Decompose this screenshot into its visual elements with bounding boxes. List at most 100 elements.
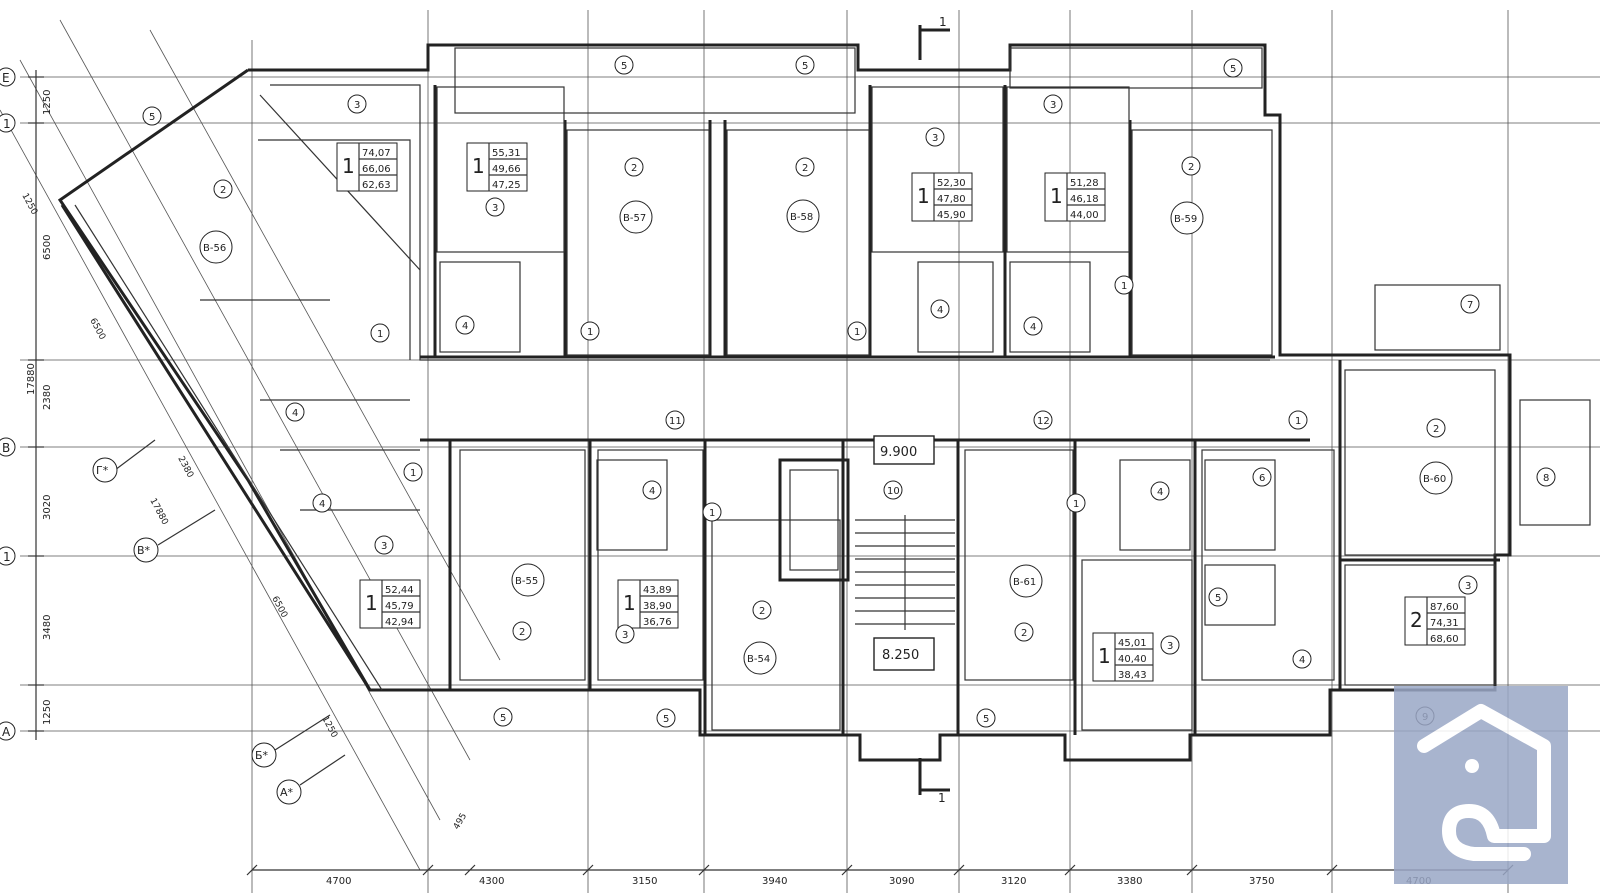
grid-axis-label: B — [2, 441, 10, 455]
room-tag: 5 — [149, 112, 155, 123]
level-label: 9.900 — [880, 445, 917, 460]
apartment-box: 1 55,31 49,66 47,25 — [466, 142, 528, 192]
apartment-area: 62,63 — [362, 180, 391, 191]
dim-tick — [1064, 864, 1076, 876]
staircase — [855, 515, 955, 630]
apartment-area: 51,28 — [1070, 178, 1099, 189]
apartment-box: 2 87,60 74,31 68,60 — [1404, 596, 1466, 646]
room-tag: 2 — [759, 606, 765, 617]
apartment-area: 42,94 — [385, 617, 414, 628]
apartment-rooms: 1 — [1098, 644, 1111, 668]
room-tag: 3 — [1050, 100, 1056, 111]
section-mark-label: 1 — [939, 15, 947, 29]
room-tag: 1 — [587, 327, 593, 338]
apartment-area: 45,79 — [385, 601, 414, 612]
room-tag: 2 — [1433, 424, 1439, 435]
room-tag: 3 — [1167, 641, 1173, 652]
section-marks: 1 1 — [918, 15, 950, 805]
room-tag: 4 — [1299, 655, 1305, 666]
room-tag: 3 — [1465, 581, 1471, 592]
col-dim-label: 3940 — [762, 876, 787, 887]
room-tag: 2 — [220, 185, 226, 196]
vent-label: В-56 — [203, 243, 226, 254]
apartment-area: 38,90 — [643, 601, 672, 612]
apartment-area: 66,06 — [362, 164, 391, 175]
vent-label: В-61 — [1013, 577, 1036, 588]
apartment-rooms: 1 — [472, 154, 485, 178]
grid-axis-label: 1 — [3, 117, 11, 131]
room-tag: 7 — [1467, 300, 1473, 311]
dim-tick — [1326, 864, 1338, 876]
apartment-area: 40,40 — [1118, 654, 1147, 665]
diag-dim-label: 2380 — [175, 455, 195, 480]
vent-label: В-59 — [1174, 214, 1197, 225]
apartment-area: 47,80 — [937, 194, 966, 205]
vent-label: В-58 — [790, 212, 813, 223]
room-tag: 5 — [621, 61, 627, 72]
level-label: 8.250 — [882, 648, 919, 663]
col-dim-label: 3380 — [1117, 876, 1142, 887]
col-dim-label: 3120 — [1001, 876, 1026, 887]
room-tag: 4 — [1030, 322, 1036, 333]
room-tag: 4 — [462, 321, 468, 332]
apartment-boxes: 1 74,07 66,06 62,63 1 55,31 49,66 47,25 … — [336, 142, 1466, 682]
room-tag: 2 — [631, 163, 637, 174]
room-tag: 5 — [500, 713, 506, 724]
diag-axis-label: А* — [280, 786, 294, 799]
room-tag: 11 — [669, 416, 682, 427]
dim-tick — [841, 864, 853, 876]
apartment-box: 1 45,01 40,40 38,43 — [1092, 632, 1154, 682]
apartment-area: 36,76 — [643, 617, 672, 628]
col-dim-label: 4300 — [479, 876, 504, 887]
apartment-area: 74,31 — [1430, 618, 1459, 629]
room-tag: 8 — [1543, 473, 1549, 484]
room-tag: 6 — [1259, 473, 1265, 484]
room-tag: 1 — [1121, 281, 1127, 292]
row-dim-label: 6500 — [42, 235, 53, 260]
grid-axis-label: A — [2, 725, 11, 739]
room-tag: 5 — [802, 61, 808, 72]
col-dim-label: 3090 — [889, 876, 914, 887]
room-tag: 5 — [1230, 64, 1236, 75]
apartment-area: 47,25 — [492, 180, 521, 191]
apartment-area: 68,60 — [1430, 634, 1459, 645]
apartment-area: 45,90 — [937, 210, 966, 221]
room-tag: 2 — [802, 163, 808, 174]
room-tag: 3 — [932, 133, 938, 144]
apartment-box: 1 52,44 45,79 42,94 — [359, 579, 421, 629]
col-dim-label: 3150 — [632, 876, 657, 887]
apartment-area: 49,66 — [492, 164, 521, 175]
diag-dim-label: 6500 — [87, 317, 107, 342]
apartment-area: 52,30 — [937, 178, 966, 189]
apartment-rooms: 1 — [917, 184, 930, 208]
elephant-icon — [1417, 704, 1551, 861]
room-tag: 3 — [492, 203, 498, 214]
dim-tick — [246, 864, 258, 876]
room-tag: 1 — [1073, 499, 1079, 510]
bottom-dimensions: 470043003150394030903120338037504700 — [246, 864, 1514, 887]
row-dim-label: 1250 — [42, 700, 53, 725]
vent-label: В-54 — [747, 654, 770, 665]
diag-dim-label: 495 — [452, 812, 469, 832]
vent-label: В-57 — [623, 213, 646, 224]
diag-axis-label: Г* — [96, 464, 109, 477]
dim-tick — [1186, 864, 1198, 876]
apartment-area: 43,89 — [643, 585, 672, 596]
apartment-rooms: 1 — [342, 154, 355, 178]
room-tag: 1 — [854, 327, 860, 338]
room-tag: 1 — [1295, 416, 1301, 427]
diag-axis-label: В* — [137, 544, 151, 557]
dim-tick — [464, 864, 476, 876]
room-tag: 4 — [937, 305, 943, 316]
row-dim-label: 3020 — [42, 495, 53, 520]
apartment-area: 46,18 — [1070, 194, 1099, 205]
apartment-box: 1 43,89 38,90 36,76 — [617, 579, 679, 629]
diag-dim-label: 17880 — [147, 497, 169, 527]
row-dim-label: 17880 — [26, 363, 37, 395]
building-walls — [57, 43, 1591, 762]
room-tag: 1 — [377, 329, 383, 340]
grid-axis-label: E — [2, 71, 10, 85]
row-dim-label: 1250 — [42, 90, 53, 115]
apartment-area: 52,44 — [385, 585, 414, 596]
